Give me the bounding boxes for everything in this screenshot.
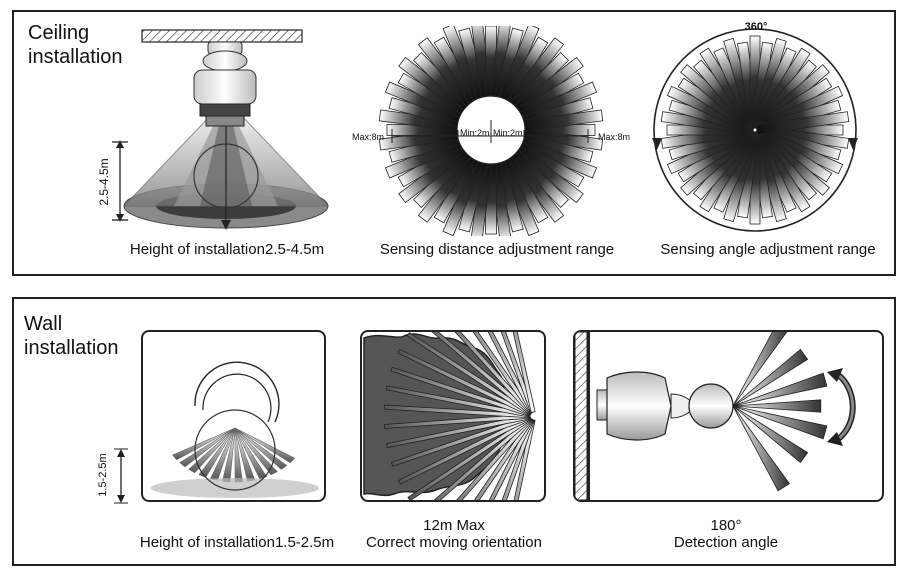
ray — [732, 332, 788, 407]
wall-height-range-label-svg: 1.5-2.5m — [97, 453, 109, 496]
ray — [732, 372, 828, 407]
sensing-distance-caption: Sensing distance adjustment range — [379, 241, 615, 258]
ray — [732, 348, 809, 407]
sensing-rays — [378, 26, 604, 236]
ray — [732, 405, 791, 492]
wall-height-arrow — [114, 448, 128, 504]
sensor-lens — [688, 383, 734, 429]
wall-height-caption: Height of installation1.5-2.5m — [139, 534, 335, 551]
min-right-label: Min:2m — [493, 128, 523, 138]
ceiling-installation-panel: Ceiling installation — [12, 10, 896, 276]
ray — [498, 332, 536, 414]
detection-angle-card — [573, 330, 884, 502]
detection-angle-caption: Detection angle — [673, 534, 779, 551]
ray — [732, 399, 822, 413]
ceiling-height-figure: 2.5-4.5m — [82, 24, 342, 234]
sensing-angle-figure: 360° — [650, 18, 866, 238]
angle-360-label: 360° — [745, 21, 768, 33]
sensing-distance-figure: Max:8m Min:2m Min:2m Max:8m — [346, 26, 636, 236]
wall-height-card — [141, 330, 326, 502]
ray — [234, 427, 278, 476]
orientation-fan — [383, 332, 536, 500]
angle-value-label: 180° — [710, 517, 742, 534]
angle-rays — [660, 35, 850, 225]
sensing-angle-caption: Sensing angle adjustment range — [660, 241, 876, 258]
ray — [732, 405, 809, 464]
wall-height-range-label: 1.5-2.5m — [97, 453, 109, 496]
ceiling-installation-title: Ceiling installation — [28, 22, 123, 68]
ceiling-height-caption: Height of installation2.5-4.5m — [129, 241, 325, 258]
ray — [188, 427, 236, 474]
max-right-label: Max:8m — [598, 132, 630, 142]
max-left-label: Max:8m — [352, 132, 384, 142]
wall-detection-fan — [172, 427, 296, 483]
range-value-label: 12m Max — [423, 517, 485, 534]
ceiling-height-range-label: 2.5-4.5m — [97, 158, 111, 205]
ray — [198, 427, 236, 478]
ceiling-hatch — [141, 29, 303, 43]
ray — [234, 427, 296, 464]
moving-orientation-caption: Correct moving orientation — [366, 534, 542, 551]
ray — [755, 111, 850, 136]
moving-orientation-card — [360, 330, 546, 502]
rotation-circle — [653, 28, 857, 232]
wall-installation-title: Wall installation — [24, 313, 119, 359]
wall-installation-panel: Wall installation 1.5-2.5m Height of ins… — [12, 297, 896, 566]
ray — [179, 427, 236, 468]
sensor-body — [193, 69, 257, 105]
sensor-housing — [606, 371, 672, 441]
ray — [732, 405, 828, 440]
ray — [172, 427, 236, 461]
wall-hatch — [575, 332, 588, 500]
min-left-label: Min:2m — [460, 128, 490, 138]
detection-angle-fan — [732, 332, 828, 492]
